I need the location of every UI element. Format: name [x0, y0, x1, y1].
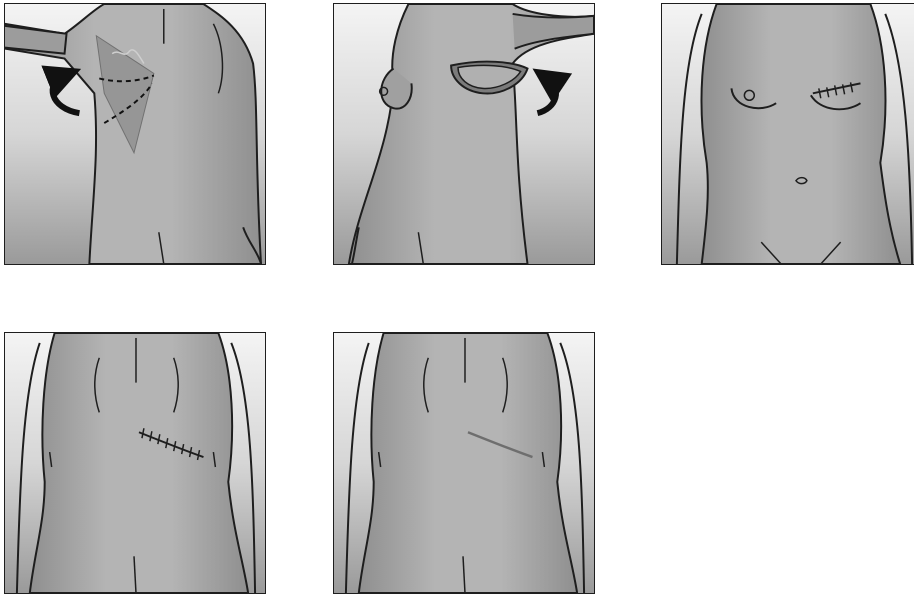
- panel-step-4-donor-site-sutured: [4, 332, 266, 594]
- torso-front: [701, 4, 900, 264]
- arm-left: [677, 14, 702, 264]
- back-sutured-illustration: [5, 333, 265, 593]
- panel-step-5-donor-site-healed: [333, 332, 595, 594]
- rotation-arrow-icon: [53, 75, 80, 113]
- back-flap-harvest-illustration: [5, 4, 265, 264]
- back-healed-illustration: [334, 333, 594, 593]
- raised-arm: [5, 26, 67, 54]
- raised-arm-front: [513, 14, 594, 49]
- front-flap-transfer-illustration: [334, 4, 594, 264]
- panel-step-1-flap-harvest: [4, 3, 266, 265]
- rotation-arrow-icon: [537, 78, 556, 113]
- torso-front: [349, 4, 594, 264]
- panel-step-2-flap-transfer: [333, 3, 595, 265]
- panel-step-3-reconstructed-breast: [661, 3, 914, 265]
- front-reconstructed-illustration: [662, 4, 914, 264]
